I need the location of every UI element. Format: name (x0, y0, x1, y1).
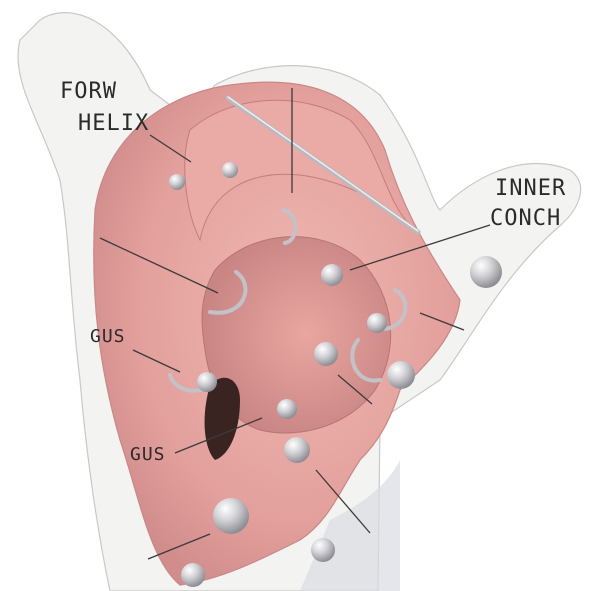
industrial-barbell-icon (225, 95, 421, 235)
leader-lines (99, 88, 491, 560)
label-inner-conch-1: INNER (495, 176, 566, 201)
silver-ball-stud-icon (169, 162, 502, 587)
concha-bowl (201, 236, 392, 434)
label-forward-helix-2: HELIX (78, 111, 149, 136)
ear-canal (204, 377, 240, 460)
label-inner-conch-2: CONCH (490, 206, 561, 231)
label-forward-helix-1: FORW (60, 79, 117, 104)
label-antitragus: GUS (130, 444, 166, 465)
label-tragus: GUS (90, 326, 126, 347)
